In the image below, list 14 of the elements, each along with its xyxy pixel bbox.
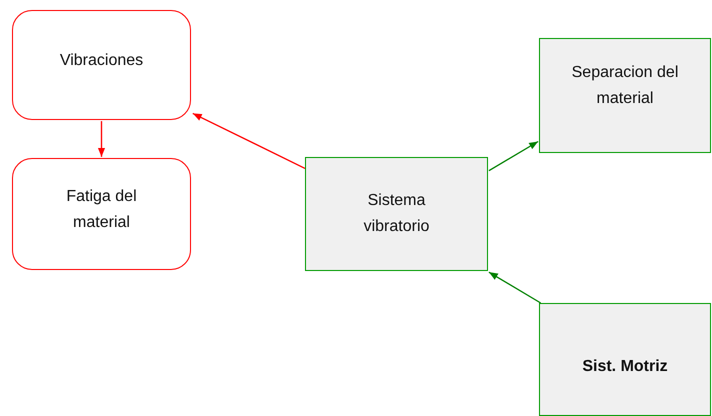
arrow: [488, 140, 538, 172]
rounded-box: [12, 10, 191, 120]
rounded-box: [12, 158, 191, 270]
arrow: [192, 112, 306, 169]
process-box: [305, 157, 488, 271]
node-label: Separacion del material: [570, 62, 680, 108]
node-label: Sistema vibratorio: [362, 191, 430, 237]
arrow: [488, 272, 542, 304]
node-label: Fatiga del material: [65, 187, 138, 233]
process-box: [539, 38, 711, 153]
arrow: [98, 121, 106, 157]
node-label: Vibraciones: [60, 51, 144, 71]
node-label: Sist. Motriz: [582, 356, 668, 376]
process-box: [539, 303, 711, 416]
